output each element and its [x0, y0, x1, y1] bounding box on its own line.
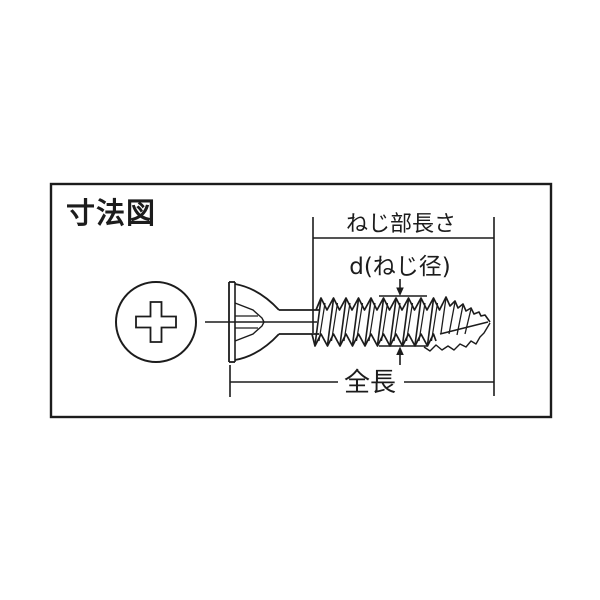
recess-cone-bottom: [234, 321, 265, 342]
thread-crest-top: [315, 297, 444, 311]
dimension-total-length: 全長: [229, 365, 494, 398]
head-flare-top: [234, 283, 280, 311]
dimension-thread-diameter: d(ねじ径): [349, 254, 451, 365]
thread-diameter-label: d(ねじ径): [349, 254, 451, 280]
tip-core-line: [439, 321, 489, 335]
phillips-cross-icon: [135, 301, 177, 343]
thread-section: [311, 297, 444, 347]
diagram-title-text: 寸法図: [66, 196, 156, 230]
head-flare-bottom: [234, 333, 280, 361]
diameter-arrow-up-head: [396, 346, 404, 355]
thread-length-label: ねじ部長さ: [346, 212, 456, 237]
recess-cone-top: [234, 302, 265, 323]
tip-flank-lines: [440, 297, 472, 336]
dimension-thread-length: ねじ部長さ: [312, 212, 495, 396]
screw-head-side-view: [228, 281, 280, 363]
screw-tip: [423, 296, 491, 352]
screw-side-view: [205, 281, 491, 363]
head-outline-circle: [115, 281, 197, 363]
thread-flank-lines: [314, 298, 435, 346]
diameter-arrow-down-head: [396, 287, 404, 296]
tip-serration-top: [442, 296, 491, 323]
diagram-border: [49, 182, 553, 419]
screw-head-front-view: [115, 281, 197, 363]
thread-flank-lines-inner: [318, 302, 439, 342]
total-length-label: 全長: [344, 368, 396, 398]
tip-wavy-root-line: [423, 322, 491, 352]
thread-crest-bottom: [311, 333, 437, 347]
